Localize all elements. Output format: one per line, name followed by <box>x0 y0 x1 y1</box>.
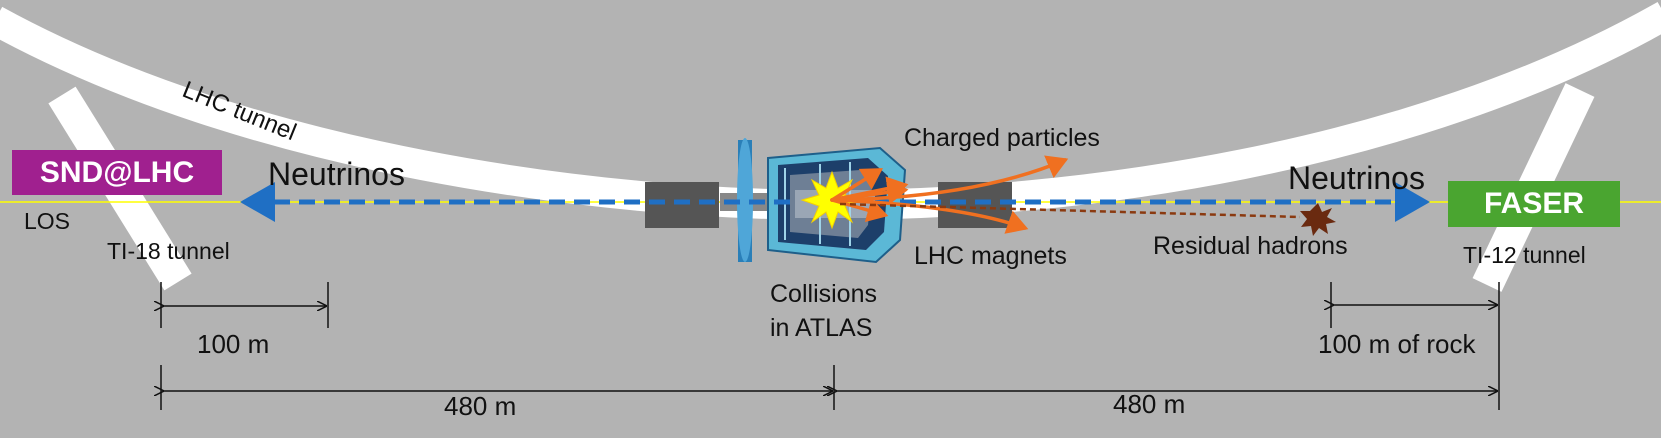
faser-box: FASER <box>1448 181 1620 227</box>
collisions-label-line1: Collisions <box>770 280 877 308</box>
faser-label: FASER <box>1483 187 1585 220</box>
residual-hadrons-arrow <box>839 202 1301 219</box>
ti18-tunnel-label: TI-18 tunnel <box>107 238 230 264</box>
magnet-block-left <box>645 182 719 228</box>
residual-hadrons-label: Residual hadrons <box>1153 232 1348 260</box>
snd-lhc-box: SND@LHC <box>12 150 222 195</box>
collisions-label-line2: in ATLAS <box>770 314 873 342</box>
dimension-lines <box>161 282 1500 410</box>
distance-100m-label: 100 m <box>197 329 270 359</box>
hadron-absorption-burst <box>1300 203 1336 236</box>
snd-lhc-label: SND@LHC <box>39 155 195 189</box>
charged-particles-label: Charged particles <box>904 124 1100 152</box>
lhc-magnets-label: LHC magnets <box>914 242 1067 270</box>
charged-particle-arrows <box>830 155 1069 234</box>
ti12-tunnel-label: TI-12 tunnel <box>1463 242 1586 268</box>
distance-100m-rock-label: 100 m of rock <box>1318 329 1476 359</box>
los-label: LOS <box>24 208 71 234</box>
neutrinos-right-label: Neutrinos <box>1288 160 1425 196</box>
distance-480m-right-label: 480 m <box>1113 389 1186 419</box>
neutrinos-left-label: Neutrinos <box>268 156 405 192</box>
distance-480m-left-label: 480 m <box>444 391 517 421</box>
